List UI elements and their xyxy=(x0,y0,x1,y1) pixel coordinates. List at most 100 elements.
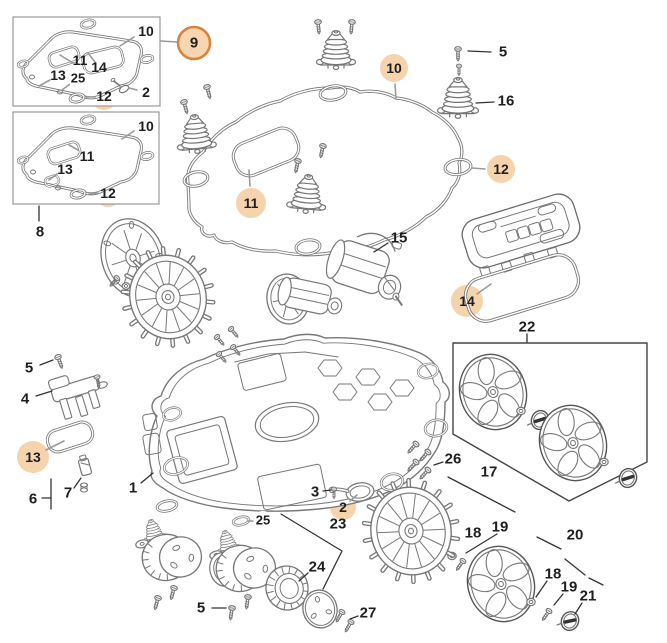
bracket-20 xyxy=(536,536,562,550)
bracket-20b xyxy=(564,558,586,576)
callout-14[interactable]: 14 xyxy=(459,293,475,309)
panel-gasket xyxy=(463,253,581,323)
callout-19: 19 xyxy=(560,578,578,596)
callout-1: 1 xyxy=(128,479,138,497)
wheel-motor-unit-a xyxy=(135,519,203,582)
wheel-cover-bottom-group xyxy=(466,545,580,632)
wheel-cover-box-22 xyxy=(452,342,648,502)
leader-line-10 xyxy=(394,83,397,100)
line-art-layer xyxy=(12,16,648,633)
callout-27: 27 xyxy=(359,604,377,622)
callout-13[interactable]: 13 xyxy=(25,449,41,465)
callout-19: 19 xyxy=(491,518,509,536)
clip-6 xyxy=(77,454,93,477)
callout-ring-circle-9[interactable] xyxy=(176,25,212,61)
callout-2[interactable]: 2 xyxy=(142,84,150,100)
callout-10[interactable]: 10 xyxy=(138,23,154,39)
end-disc xyxy=(302,589,338,629)
chassis-gasket-assembly xyxy=(176,19,473,257)
callout-18: 18 xyxy=(464,524,482,542)
leader-lines-layer xyxy=(35,36,604,620)
leader-line-1 xyxy=(140,472,154,484)
leader-line-2 xyxy=(349,494,358,502)
callout-3: 3 xyxy=(310,483,320,501)
callout-5: 5 xyxy=(498,43,508,61)
leader-line-9 xyxy=(160,40,178,43)
callout-11[interactable]: 11 xyxy=(243,195,259,211)
callout-10[interactable]: 10 xyxy=(138,118,154,134)
leader-line-19 xyxy=(553,593,564,606)
leader-line-18 xyxy=(535,580,548,598)
callout-6: 6 xyxy=(28,490,38,508)
leader-line-5 xyxy=(39,359,54,366)
control-panel xyxy=(461,193,581,278)
callout-24: 24 xyxy=(308,558,326,576)
bracket-17-sub xyxy=(465,533,498,554)
callout-25[interactable]: 25 xyxy=(255,512,271,528)
cover-part-2 xyxy=(328,482,375,502)
bracket-17 xyxy=(447,476,516,513)
callout-12[interactable]: 12 xyxy=(96,88,112,104)
leader-line-15 xyxy=(373,242,389,253)
callout-18: 18 xyxy=(544,565,562,583)
callout-15: 15 xyxy=(390,229,408,247)
callout-22: 22 xyxy=(518,318,536,336)
drive-wheel-right xyxy=(361,477,461,585)
leader-line-14 xyxy=(476,283,492,295)
callout-16: 16 xyxy=(497,92,515,110)
leader-line-3 xyxy=(322,489,332,492)
screws-26 xyxy=(407,440,432,480)
leader-line-2 xyxy=(128,87,138,91)
callout-17: 17 xyxy=(480,463,498,481)
leader-line-5 xyxy=(467,50,492,53)
screws-27 xyxy=(335,608,355,633)
callout-12[interactable]: 12 xyxy=(100,185,116,201)
callout-highlight-circle-12[interactable] xyxy=(487,155,515,183)
leader-line-24 xyxy=(298,572,309,582)
leader-line-10 xyxy=(121,130,135,140)
callout-10[interactable]: 10 xyxy=(386,60,402,76)
leader-line-25 xyxy=(61,83,71,91)
callout-21: 21 xyxy=(579,587,597,605)
callout-11[interactable]: 11 xyxy=(79,148,95,164)
leader-line-21 xyxy=(574,602,583,615)
callout-26: 26 xyxy=(444,450,462,468)
callout-13[interactable]: 13 xyxy=(50,67,66,83)
leader-line-13 xyxy=(48,173,58,181)
bracket-20c xyxy=(588,577,604,586)
callout-highlight-circle-13[interactable] xyxy=(17,441,49,473)
callout-7: 7 xyxy=(63,484,73,502)
callout-12[interactable]: 12 xyxy=(493,161,509,177)
callout-13[interactable]: 13 xyxy=(57,161,73,177)
leader-line-4 xyxy=(35,390,53,397)
leader-line-10 xyxy=(119,36,135,47)
callout-14[interactable]: 14 xyxy=(91,59,107,75)
inset-box-1 xyxy=(12,16,161,107)
callout-2[interactable]: 2 xyxy=(339,499,347,515)
callout-4: 4 xyxy=(20,390,30,408)
callout-11[interactable]: 11 xyxy=(72,52,88,68)
wheel-cover-c xyxy=(466,545,536,623)
bracket-23 xyxy=(280,513,343,590)
leader-line-11 xyxy=(68,144,79,151)
leader-line-12 xyxy=(471,167,486,170)
callout-highlight-circle-11[interactable] xyxy=(236,188,266,218)
damper-16 xyxy=(436,46,480,119)
callout-9[interactable]: 9 xyxy=(189,34,199,52)
callout-5: 5 xyxy=(196,599,206,617)
callout-highlight-circle-10[interactable] xyxy=(380,54,408,82)
callout-white-circle-25[interactable] xyxy=(68,68,88,88)
motor-15 xyxy=(325,232,403,306)
leader-line-11 xyxy=(59,54,74,64)
callout-20: 20 xyxy=(566,526,584,544)
callout-white-circle-25[interactable] xyxy=(254,511,272,529)
drive-wheel-left xyxy=(120,246,216,348)
leader-line-27 xyxy=(349,615,359,620)
wheel-motor-unit-b xyxy=(209,530,277,593)
drum-roller-24 xyxy=(265,565,309,611)
leader-line-26 xyxy=(433,461,444,466)
callout-8: 8 xyxy=(35,223,45,241)
callout-25[interactable]: 25 xyxy=(70,70,86,86)
